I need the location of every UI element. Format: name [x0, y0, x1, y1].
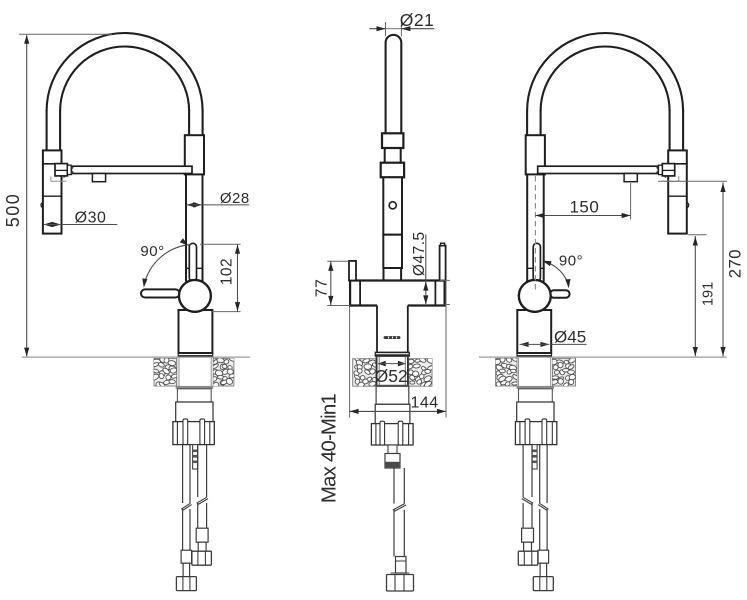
svg-text:Ø30: Ø30 [75, 209, 107, 226]
svg-text:150: 150 [569, 197, 599, 216]
svg-text:102: 102 [219, 258, 236, 285]
svg-text:191: 191 [701, 282, 717, 306]
svg-text:Max 40-Min1: Max 40-Min1 [318, 394, 341, 504]
svg-text:270: 270 [726, 249, 745, 278]
svg-text:Ø52: Ø52 [375, 366, 408, 386]
svg-text:Ø28: Ø28 [220, 190, 250, 207]
svg-text:144: 144 [410, 394, 438, 411]
svg-text:Ø47.5: Ø47.5 [411, 231, 428, 276]
svg-text:77: 77 [313, 279, 330, 298]
svg-text:500: 500 [3, 193, 23, 228]
svg-text:90°: 90° [140, 243, 164, 260]
svg-text:90°: 90° [559, 252, 583, 269]
svg-text:Ø45: Ø45 [554, 327, 586, 346]
svg-text:Ø21: Ø21 [400, 10, 435, 30]
